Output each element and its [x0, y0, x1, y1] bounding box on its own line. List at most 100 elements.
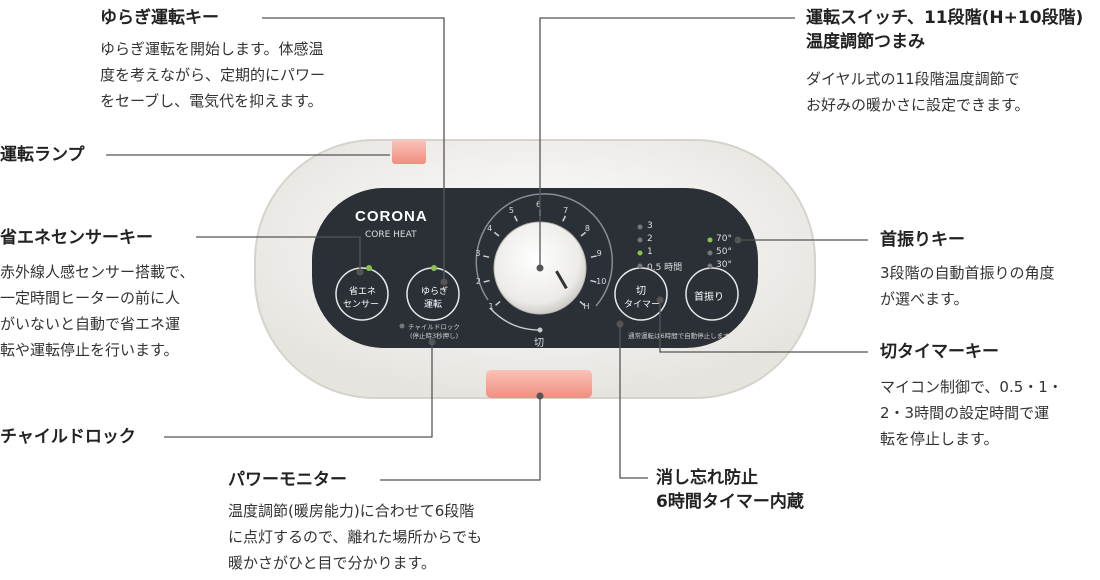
dial-tick-3: [483, 255, 490, 258]
angle-option-70: 70°: [716, 234, 732, 244]
dial-tick-8: [580, 231, 587, 237]
angle-option-50: 50°: [716, 247, 732, 257]
leader-auto-off: [619, 324, 648, 479]
callout-eco-body-4: 転や運転停止を行います。: [0, 341, 179, 359]
dial-number-H: H: [583, 301, 590, 311]
leader-dot-power-monitor: [536, 392, 544, 400]
callout-power-monitor-body-2: に点灯するので、離れた場所からでも: [228, 528, 482, 546]
dial-pointer: [555, 270, 568, 290]
angle-option-30: 30°: [716, 260, 732, 270]
dial-off-dot: [537, 327, 543, 333]
leader-dot-off-timer: [656, 296, 664, 304]
eco-sensor-key-label-2: センサー: [343, 300, 380, 310]
dial-number-8: 8: [584, 223, 590, 233]
callout-eco-body-3: がいないと自動で省エネ運: [0, 315, 181, 333]
eco-sensor-key-ring: [335, 267, 389, 321]
callout-auto-off-title-1: 消し忘れ防止: [656, 468, 758, 488]
angle-led-70: [707, 237, 713, 243]
callout-oscillation-title: 首振りキー: [880, 230, 965, 250]
dial-number-6: 6: [536, 200, 542, 209]
dial-number-9: 9: [596, 249, 602, 259]
swing-key-label-1: ゆらぎ: [421, 287, 449, 297]
callout-off-timer-title: 切タイマーキー: [880, 342, 999, 362]
dial-tick-5: [513, 215, 518, 222]
child-lock-label-1: チャイルドロック: [408, 323, 460, 331]
callout-off-timer-body-3: 転を停止します。: [880, 430, 999, 448]
dial-tick-2: [483, 279, 490, 283]
angle-led-30: [707, 263, 713, 269]
leader-dot-swing: [440, 278, 448, 286]
off-timer-key-label-2: タイマー: [624, 300, 661, 310]
dial-tick-9: [590, 255, 597, 258]
brand-logo: CORONA: [355, 208, 428, 225]
timer-led-2: [637, 237, 643, 243]
timer-option-2: 2: [647, 234, 653, 244]
callout-oscillation-body-1: 3段階の自動首振りの角度: [880, 264, 1055, 282]
callout-auto-off-title-2: 6時間タイマー内蔵: [656, 492, 804, 512]
callout-off-timer-body-1: マイコン制御で、0.5・1・: [880, 378, 1063, 396]
timer-led-1: [637, 250, 643, 256]
dial-number-1: 1: [488, 301, 494, 311]
callout-swing-body-3: をセーブし、電気代を抑えます。: [100, 92, 323, 110]
callout-dial-title-2: 温度調節つまみ: [806, 32, 925, 52]
dial-off-label: 切: [534, 338, 544, 349]
dial-number-2: 2: [475, 276, 481, 286]
power-monitor-bar: [486, 370, 592, 398]
leader-dial: [539, 17, 795, 268]
timer-option-3: 3: [647, 221, 653, 231]
callout-power-monitor-title: パワーモニター: [228, 470, 347, 490]
leader-dot-auto-off: [616, 320, 624, 328]
dial-number-4: 4: [487, 223, 493, 233]
callout-eco-body-1: 赤外線人感センサー搭載で、: [0, 263, 195, 281]
timer-led-05: [637, 263, 643, 269]
callout-lamp-title: 運転ランプ: [0, 145, 85, 165]
dial-number-3: 3: [475, 249, 481, 259]
oscillation-key-ring: [685, 267, 739, 321]
callout-power-monitor-body-3: 暖かさがひと目で分かります。: [228, 554, 437, 572]
auto-stop-note: 通常運転は6時間で自動停止します: [628, 332, 730, 340]
dial-number-5: 5: [508, 206, 514, 216]
callout-child-lock-title: チャイルドロック: [0, 427, 136, 447]
callout-eco-title: 省エネセンサーキー: [0, 228, 153, 248]
callout-dial-body-2: お好みの暖かさに設定できます。: [806, 96, 1030, 114]
leader-dot-dial: [536, 264, 544, 272]
angle-led-50: [707, 250, 713, 256]
leader-child-lock: [164, 342, 433, 438]
dial-tick-10: [590, 279, 597, 283]
leader-eco: [196, 236, 361, 272]
dial-tick-4: [493, 231, 500, 237]
swing-key-label-2: 運転: [424, 300, 443, 310]
callout-swing-body-1: ゆらぎ運転を開始します。体感温: [100, 40, 324, 58]
eco-sensor-key-label-1: 省エネ: [349, 287, 377, 297]
leader-off-timer: [659, 300, 868, 353]
dial-ticks: [483, 210, 597, 306]
off-timer-key-label-1: 切: [636, 286, 646, 297]
callout-swing-body-2: 度を考えながら、定期的にパワー: [100, 66, 326, 84]
dial-tick-1: [495, 300, 501, 306]
callout-eco-body-2: 一定時間ヒーターの前に人: [0, 289, 181, 307]
callout-power-monitor-body-1: 温度調節(暖房能力)に合わせて6段階: [228, 502, 475, 520]
leader-dot-eco: [356, 268, 364, 276]
eco-led: [366, 265, 372, 271]
child-lock-led: [399, 323, 405, 329]
dial-off-arrow: [489, 307, 541, 331]
model-label: CORE HEAT: [365, 230, 417, 240]
timer-option-05: 0.5 時間: [647, 263, 683, 273]
callout-dial-body-1: ダイヤル式の11段階温度調節で: [806, 70, 1020, 88]
child-lock-label-2: (停止時3秒押し): [410, 332, 459, 340]
leader-swing: [262, 17, 445, 282]
callout-oscillation-body-2: が選べます。: [880, 290, 969, 308]
operation-lamp: [392, 140, 426, 164]
callout-dial-title-1: 運転スイッチ、11段階(H+10段階): [806, 8, 1084, 28]
dial-tick-H: [579, 300, 585, 306]
callout-off-timer-body-2: 2・3時間の設定時間で運: [880, 404, 1050, 422]
leader-dot-child-lock: [428, 338, 436, 346]
timer-option-1: 1: [647, 247, 653, 257]
dial-number-10: 10: [596, 276, 607, 286]
dial-tick-7: [562, 215, 567, 222]
timer-led-3: [637, 224, 643, 230]
leader-power-monitor: [380, 396, 541, 481]
swing-led: [431, 265, 437, 271]
leader-dot-oscillation: [734, 236, 742, 244]
